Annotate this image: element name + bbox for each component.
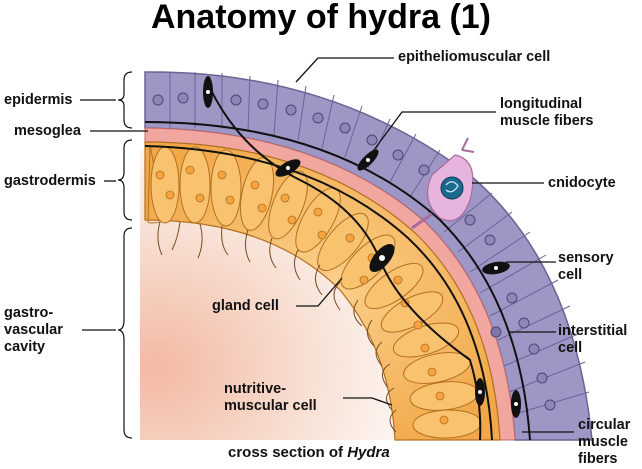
label-circular-line1: circular <box>578 417 631 433</box>
label-gland-cell: gland cell <box>212 298 279 314</box>
gastrodermis-vacuoles <box>155 165 449 425</box>
flagella <box>157 221 397 433</box>
diagram-title: Anatomy of hydra (1) <box>150 0 492 36</box>
leader-lines <box>80 57 574 433</box>
label-longitudinal-line2: muscle fibers <box>500 113 594 129</box>
muscle-fiber-line <box>144 145 493 441</box>
cnidocyte-cell <box>411 137 475 230</box>
label-gastrovascular-line1: gastro- <box>4 305 54 321</box>
label-longitudinal-line1: longitudinal <box>500 96 583 112</box>
label-nutritive-muscular-cell: nutritive- muscular cell <box>224 381 317 415</box>
left-brackets <box>117 71 133 439</box>
label-circular-line3: fibers <box>578 451 618 467</box>
label-epitheliomuscular-cell: epitheliomuscular cell <box>398 49 551 65</box>
muscle-fiber-line <box>144 121 531 441</box>
label-gastrovascular-line2: vascular <box>4 322 63 338</box>
label-mesoglea: mesoglea <box>14 123 81 139</box>
label-epidermis: epidermis <box>4 92 73 108</box>
label-interstitial-line2: cell <box>558 340 583 356</box>
caption-prefix: cross section of <box>228 444 344 461</box>
label-cnidocyte: cnidocyte <box>548 175 616 191</box>
epidermis-nuclei <box>152 92 556 411</box>
label-circular-muscle-fibers: circular muscle fibers <box>578 417 630 468</box>
caption-italic: Hydra <box>347 444 390 461</box>
gastrodermis-cells <box>147 144 482 439</box>
label-interstitial-line1: interstitial <box>558 323 628 339</box>
label-circular-line2: muscle <box>578 434 628 450</box>
label-gastrodermis: gastrodermis <box>4 173 96 189</box>
label-sensory-cell: sensory cell <box>558 250 614 284</box>
interstitial-cell <box>490 326 502 338</box>
label-sensory-line2: cell <box>558 267 583 283</box>
label-nutritive-line1: nutritive- <box>224 381 287 397</box>
label-interstitial-cell: interstitial cell <box>558 323 627 357</box>
figure-caption: cross section of Hydra <box>228 444 390 461</box>
label-sensory-line1: sensory <box>558 250 614 266</box>
label-gastrovascular-cavity: gastro- vascular cavity <box>4 305 63 356</box>
label-nutritive-line2: muscular cell <box>224 398 317 414</box>
label-gastrovascular-line3: cavity <box>4 339 46 355</box>
label-longitudinal-muscle-fibers: longitudinal muscle fibers <box>500 96 594 130</box>
